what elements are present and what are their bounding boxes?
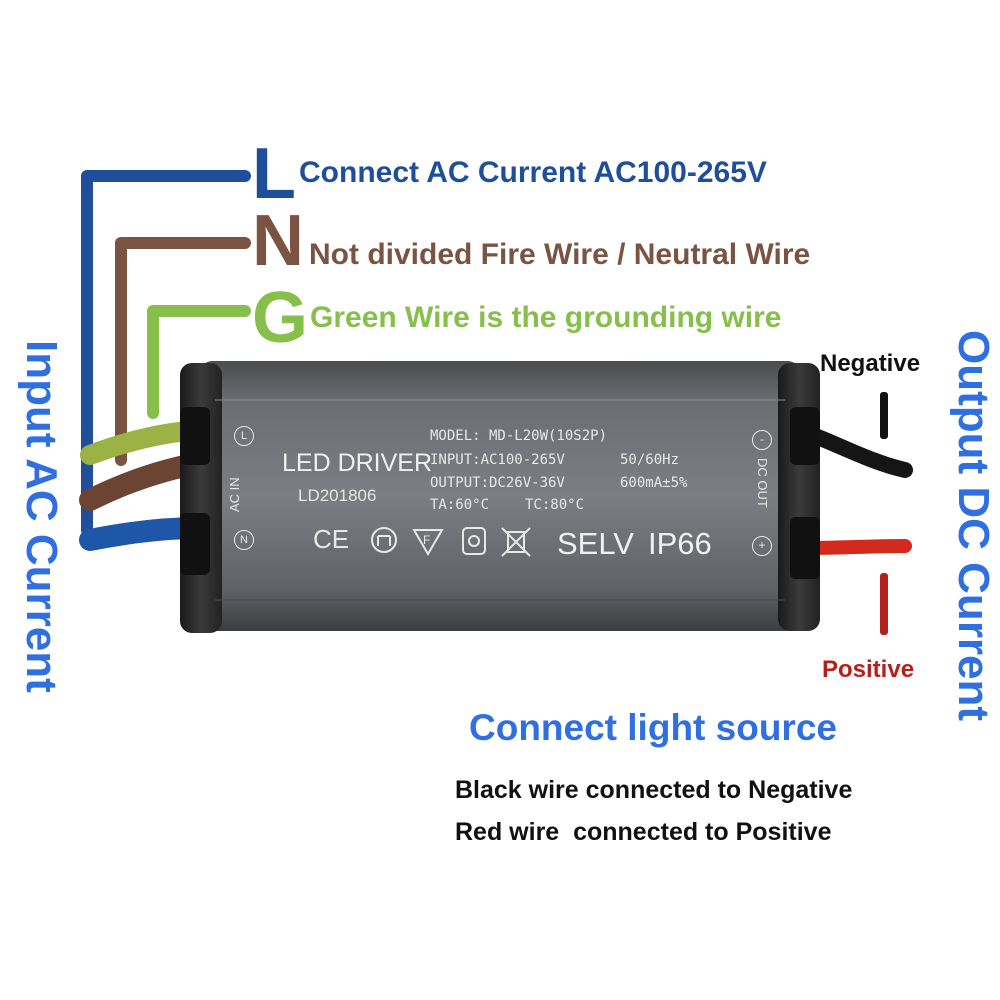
- positive-symbol-bar: [880, 573, 888, 635]
- safety-cert-icon: [371, 527, 397, 553]
- driver-title: LED DRIVER: [282, 449, 433, 477]
- driver-code: LD201806: [298, 486, 377, 505]
- black-wire-note: Black wire connected to Negative: [455, 776, 853, 804]
- terminal-l: L: [234, 426, 254, 446]
- input-ac-label: Input AC Current: [17, 340, 66, 693]
- f-mark-icon: F: [412, 529, 444, 556]
- ce-mark: CE: [313, 524, 350, 554]
- driver-model: MODEL: MD-L20W(10S2P): [430, 428, 608, 444]
- driver-input: INPUT:AC100-265V: [430, 452, 565, 468]
- terminal-n: N: [234, 530, 254, 550]
- positive-label: Positive: [822, 656, 915, 683]
- led-driver-body: [180, 361, 820, 633]
- terminal-positive: +: [752, 536, 772, 556]
- ground-letter: G: [252, 278, 309, 358]
- driver-ta: TA:60°C: [430, 497, 490, 513]
- negative-label: Negative: [820, 350, 921, 377]
- terminal-negative: -: [752, 430, 772, 450]
- neutral-description: Not divided Fire Wire / Neutral Wire: [309, 238, 811, 271]
- ground-wire-line: [147, 305, 251, 419]
- ac-in-label: AC IN: [227, 477, 242, 512]
- driver-frequency: 50/60Hz: [620, 452, 680, 468]
- light-source-title: Connect light source: [469, 707, 837, 748]
- ip-rating: IP66: [648, 526, 712, 561]
- negative-symbol-bar: [880, 392, 888, 439]
- live-description: Connect AC Current AC100-265V: [299, 156, 767, 189]
- ground-description: Green Wire is the grounding wire: [310, 301, 782, 334]
- output-dc-label: Output DC Current: [949, 330, 998, 722]
- red-wire-note: Red wire connected to Positive: [455, 818, 832, 846]
- live-letter: L: [252, 134, 296, 214]
- dc-out-label: DC OUT: [755, 458, 770, 508]
- neutral-letter: N: [252, 201, 304, 281]
- driver-tc: TC:80°C: [525, 497, 585, 513]
- neutral-wire-line: [115, 237, 251, 466]
- weee-bin-icon: [501, 527, 531, 557]
- transformer-icon: [462, 527, 486, 555]
- selv-mark: SELV: [557, 526, 634, 561]
- live-wire-line: [81, 170, 251, 536]
- svg-text:F: F: [423, 533, 430, 547]
- driver-current: 600mA±5%: [620, 475, 688, 491]
- certification-icons: F: [371, 527, 531, 557]
- driver-output: OUTPUT:DC26V-36V: [430, 475, 565, 491]
